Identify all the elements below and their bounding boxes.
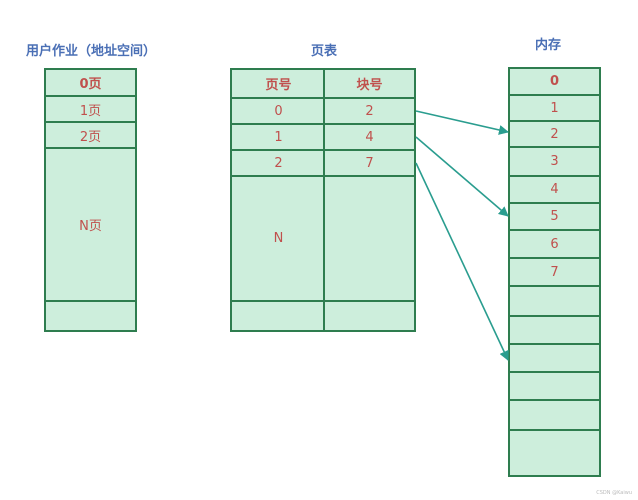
memory-block-5: 5 bbox=[510, 204, 599, 231]
memory-block-10 bbox=[510, 345, 599, 373]
page-table-block-2: 7 bbox=[325, 151, 414, 177]
memory-block-7: 7 bbox=[510, 259, 599, 287]
watermark: CSDN @Kaiwu bbox=[596, 490, 632, 496]
memory-block-2: 2 bbox=[510, 122, 599, 148]
memory-block-12 bbox=[510, 401, 599, 431]
page-table-page-n: N bbox=[232, 177, 325, 302]
memory-block-3: 3 bbox=[510, 148, 599, 177]
memory-block-9 bbox=[510, 317, 599, 345]
page-table-page-1: 1 bbox=[232, 125, 325, 151]
page-table-header-block: 块号 bbox=[325, 70, 414, 99]
memory-block-4: 4 bbox=[510, 177, 599, 204]
memory-title: 内存 bbox=[535, 38, 562, 53]
page-table-block-1: 4 bbox=[325, 125, 414, 151]
memory-column: 0 1 2 3 4 5 6 7 bbox=[508, 67, 601, 477]
memory-block-1: 1 bbox=[510, 96, 599, 122]
page-table-page-0: 0 bbox=[232, 99, 325, 125]
memory-block-11 bbox=[510, 373, 599, 401]
page-table-block-n bbox=[325, 177, 414, 302]
page-table: 页号 块号 0 2 1 4 2 7 N bbox=[230, 68, 416, 332]
user-job-row-2: 2页 bbox=[46, 123, 135, 149]
page-table-title: 页表 bbox=[311, 44, 338, 59]
memory-block-6: 6 bbox=[510, 231, 599, 259]
user-job-row-0: 0页 bbox=[46, 70, 135, 97]
user-job-column: 0页 1页 2页 N页 bbox=[44, 68, 137, 332]
memory-block-0: 0 bbox=[510, 69, 599, 96]
page-table-header-page: 页号 bbox=[232, 70, 325, 99]
user-job-row-1: 1页 bbox=[46, 97, 135, 123]
user-job-title: 用户作业（地址空间） bbox=[26, 44, 157, 59]
page-table-divider bbox=[323, 70, 325, 330]
page-table-page-2: 2 bbox=[232, 151, 325, 177]
page-table-block-0: 2 bbox=[325, 99, 414, 125]
memory-block-8 bbox=[510, 287, 599, 317]
arrow-page2-to-block7 bbox=[415, 162, 509, 361]
arrow-page0-to-block2 bbox=[415, 110, 509, 135]
arrow-page1-to-block4 bbox=[415, 136, 509, 217]
user-job-row-n: N页 bbox=[46, 149, 135, 302]
